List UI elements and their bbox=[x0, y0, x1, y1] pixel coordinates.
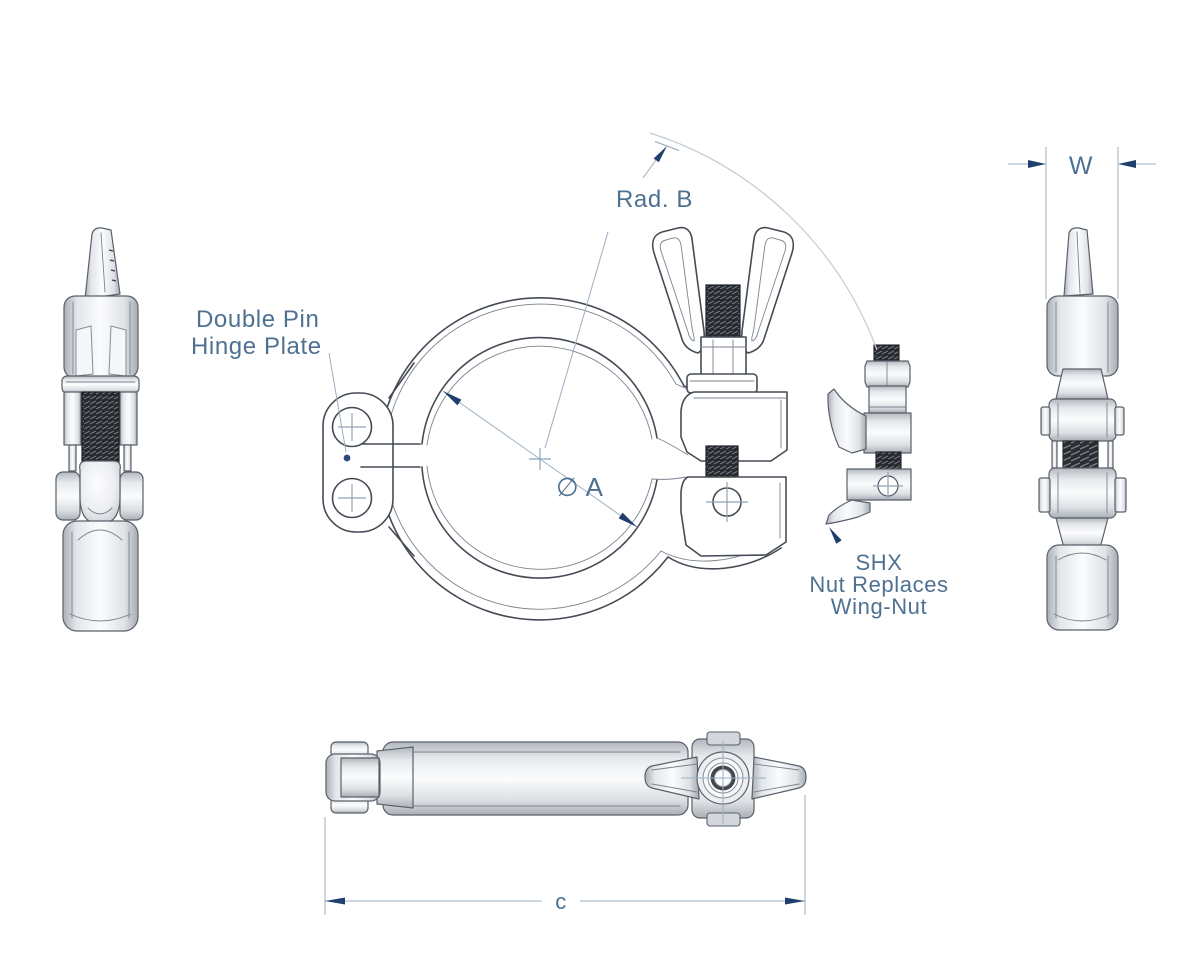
stud-mid bbox=[875, 451, 902, 471]
washer bbox=[61, 375, 140, 394]
arrowhead bbox=[1118, 160, 1136, 168]
side-view-right bbox=[1038, 227, 1127, 631]
width-w-label: W bbox=[1069, 152, 1093, 180]
upper-band-stub bbox=[827, 388, 867, 454]
trunnion-lug-right bbox=[119, 471, 144, 521]
radius-b-label: Rad. B bbox=[616, 186, 693, 213]
shx-label-line3: Wing-Nut bbox=[831, 594, 928, 619]
band-strip-left bbox=[63, 391, 82, 446]
hex-collar bbox=[700, 336, 747, 379]
leader-dot bbox=[343, 454, 351, 462]
arrowhead bbox=[618, 512, 637, 527]
wing-left bbox=[644, 756, 700, 800]
wing-nut-assembly bbox=[651, 226, 795, 557]
arrowhead bbox=[325, 897, 345, 905]
dim-diameter-a: ∅ A bbox=[442, 390, 638, 528]
nut-collar bbox=[868, 385, 907, 414]
band-lower-edge bbox=[1046, 544, 1119, 631]
lower-band-stub bbox=[825, 499, 871, 525]
arrowhead bbox=[1028, 160, 1046, 168]
shx-hex-nut bbox=[864, 360, 911, 388]
side-view-left bbox=[55, 227, 144, 632]
arrowhead bbox=[443, 391, 462, 406]
rod-right bbox=[123, 444, 132, 472]
double-pin-label-line2: Hinge Plate bbox=[191, 333, 322, 360]
trunnion-lug-left bbox=[55, 471, 81, 521]
pin-cap bbox=[1038, 477, 1051, 513]
shx-detail-view bbox=[825, 344, 912, 525]
top-view bbox=[325, 731, 807, 827]
hinge-pin-upper bbox=[1048, 398, 1117, 442]
rod-left bbox=[1051, 440, 1058, 469]
band bbox=[382, 741, 689, 816]
wing-right bbox=[751, 756, 807, 800]
dim-length-c: c bbox=[324, 795, 806, 915]
band-upper-edge bbox=[63, 295, 139, 379]
stud-tip bbox=[873, 344, 900, 363]
clamp-band bbox=[378, 297, 782, 621]
upper-lug-block bbox=[863, 412, 912, 454]
arrowhead bbox=[785, 897, 805, 905]
wing-nut-edge bbox=[84, 227, 121, 300]
threaded-stud-mid bbox=[705, 445, 739, 478]
dim-radius-b: Rad. B bbox=[544, 132, 878, 449]
threaded-stud-top bbox=[705, 284, 741, 339]
arrowhead bbox=[829, 527, 842, 544]
lug-upper bbox=[680, 391, 788, 462]
trunnion-ball bbox=[79, 460, 121, 525]
radius-arc bbox=[649, 132, 878, 351]
double-pin-label-line1: Double Pin bbox=[196, 306, 319, 333]
rod-right bbox=[1107, 440, 1114, 469]
rod-left bbox=[68, 444, 77, 472]
dim-width-w: W bbox=[1008, 147, 1156, 299]
thread-ticks bbox=[108, 249, 117, 282]
hinge-connector bbox=[376, 746, 414, 809]
pin-cap bbox=[1040, 406, 1051, 436]
length-c-label: c bbox=[555, 889, 567, 914]
pin-cap bbox=[1114, 477, 1127, 513]
arrowhead bbox=[653, 146, 667, 163]
threaded-section bbox=[1062, 440, 1099, 469]
band-strip-right bbox=[119, 391, 138, 446]
hinge-pin-lower bbox=[1048, 467, 1117, 519]
front-view bbox=[322, 226, 795, 621]
hinge-plate bbox=[322, 392, 421, 533]
band-lower-edge bbox=[62, 520, 139, 632]
wing-base-left bbox=[75, 325, 94, 377]
threaded-bolt bbox=[81, 391, 120, 466]
hinge-block-lower bbox=[1055, 517, 1109, 549]
band-upper-edge bbox=[1046, 295, 1119, 377]
washer-flange bbox=[686, 373, 758, 394]
shx-label-line2: Nut Replaces bbox=[809, 572, 948, 597]
wing-base-right bbox=[108, 325, 127, 377]
hinge-block bbox=[340, 757, 380, 798]
lug-lower bbox=[680, 476, 787, 557]
shx-label-line1: SHX bbox=[855, 550, 902, 575]
label-shx: SHX Nut Replaces Wing-Nut bbox=[809, 527, 948, 619]
hinge-block-upper bbox=[1055, 368, 1109, 400]
pin-cap bbox=[1114, 406, 1125, 436]
label-double-pin: Double Pin Hinge Plate bbox=[191, 306, 351, 462]
diameter-a-label: ∅ A bbox=[556, 472, 604, 502]
